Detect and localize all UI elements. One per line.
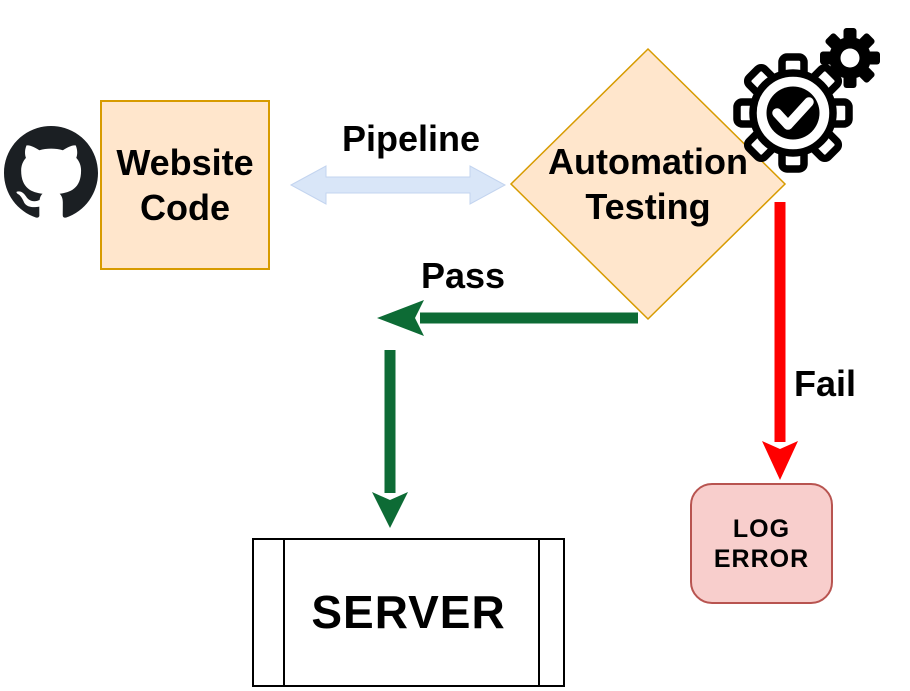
small-gear-icon [820,28,880,88]
pipeline-double-arrow [289,165,507,205]
github-icon [4,126,98,218]
server-box-right-divider [538,540,540,685]
pipeline-double-arrow-shape [289,165,507,205]
automation-testing-node [509,47,787,321]
github-octocat-path [4,126,98,218]
website-code-label: Website Code [116,142,254,228]
server-node: SERVER [252,538,565,687]
server-box-left-divider [283,540,285,685]
checkmark-icon [772,97,814,130]
pass-edge-label: Pass [420,255,506,296]
large-gear-icon [733,53,853,173]
server-label: SERVER [311,585,506,638]
gear-checkmark-icon [733,28,880,173]
log-error-node: LOG ERROR [690,483,833,604]
pass-arrow-vertical [372,350,408,528]
fail-arrow [762,202,798,480]
log-error-label: LOG ERROR [713,514,810,573]
website-code-node: Website Code [100,100,270,270]
automation-testing-label: Automation Testing [548,141,748,227]
pipeline-edge-label: Pipeline [341,118,481,159]
fail-edge-label: Fail [793,363,856,404]
pass-arrow-horizontal [377,300,638,336]
automation-testing-diamond-shape [509,47,787,321]
